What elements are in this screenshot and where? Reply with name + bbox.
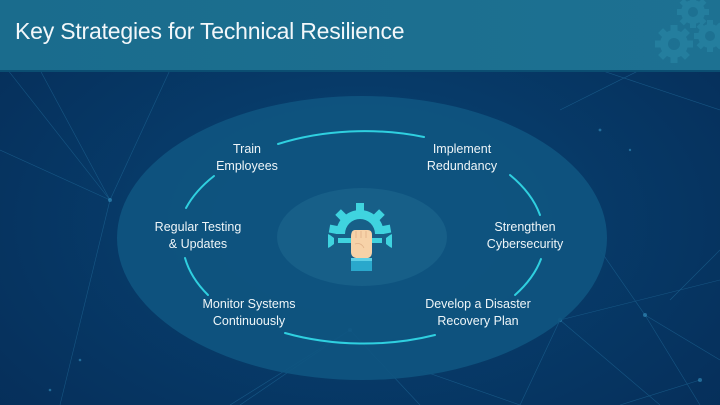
- label-line: Redundancy: [426, 159, 498, 173]
- header-band: Key Strategies for Technical Resilience: [0, 0, 720, 72]
- label-line: & Updates: [168, 237, 228, 251]
- label-line: Monitor Systems: [202, 297, 296, 311]
- strategy-train-employees: Train Employees: [216, 141, 278, 175]
- slide-title: Key Strategies for Technical Resilience: [15, 18, 405, 44]
- label-line: Strengthen: [494, 220, 556, 234]
- label-line: Implement: [432, 142, 492, 156]
- label-line: Recovery Plan: [437, 314, 519, 328]
- label-line: Train: [232, 142, 261, 156]
- hand-holding-wrench-gear-icon: [328, 203, 392, 271]
- strategy-implement-redundancy: Implement Redundancy: [427, 141, 497, 175]
- strategy-disaster-recovery: Develop a Disaster Recovery Plan: [425, 296, 531, 330]
- ring-arc-upper-left: [185, 175, 215, 209]
- ring-arc-upper-right: [509, 174, 541, 216]
- label-line: Regular Testing: [154, 220, 242, 234]
- strategy-monitor-systems: Monitor Systems Continuously: [202, 296, 295, 330]
- label-line: Employees: [216, 159, 278, 173]
- ring-arc-bottom: [284, 332, 436, 345]
- label-line: Develop a Disaster: [425, 297, 531, 311]
- label-line: Continuously: [212, 314, 286, 328]
- ring-arc-lower-right: [514, 258, 542, 296]
- ring-arc-top: [277, 130, 425, 145]
- strategy-strengthen-cybersecurity: Strengthen Cybersecurity: [487, 219, 563, 253]
- ring-arc-lower-left: [184, 257, 209, 296]
- label-line: Cybersecurity: [486, 237, 564, 251]
- gears-icon: [655, 0, 720, 63]
- strategy-regular-testing: Regular Testing & Updates: [155, 219, 242, 253]
